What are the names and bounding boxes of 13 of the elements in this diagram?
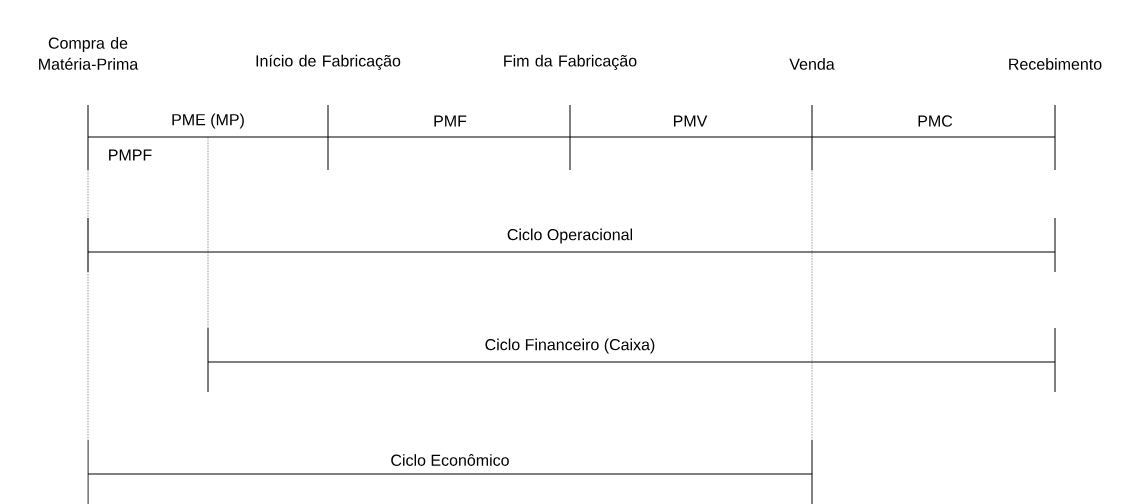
milestone-label: Fim da Fabricação	[504, 54, 637, 70]
period-label: PMC	[918, 115, 953, 127]
cycle-label: Ciclo Financeiro (Caixa)	[485, 338, 655, 354]
period-label: PME (MP)	[172, 113, 244, 129]
period-label: PMV	[674, 115, 708, 127]
milestone-label: Compra de Matéria-Prima	[39, 37, 139, 70]
period-label: PMPF	[109, 149, 152, 161]
cycle-label: Ciclo Operacional	[507, 228, 633, 244]
milestone-label: Início de Fabricação	[256, 54, 401, 70]
milestone-label: Recebimento	[1009, 58, 1102, 70]
cycle-label: Ciclo Econômico	[391, 454, 509, 466]
period-label: PMF	[434, 115, 467, 127]
milestone-label: Venda	[789, 58, 835, 70]
